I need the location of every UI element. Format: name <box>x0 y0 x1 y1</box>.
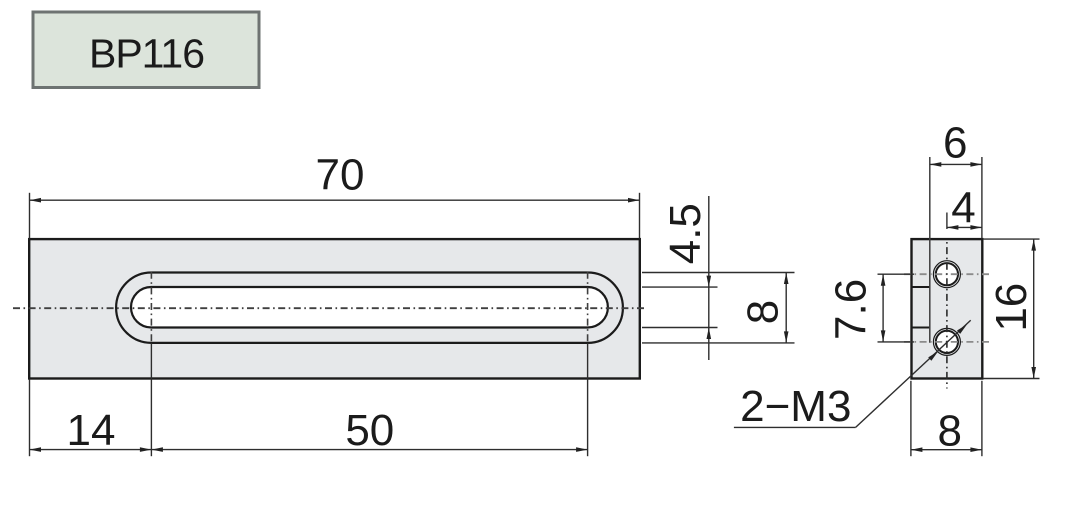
svg-text:4: 4 <box>951 183 975 232</box>
svg-text:70: 70 <box>316 151 365 200</box>
svg-text:BP116: BP116 <box>89 30 204 76</box>
svg-text:50: 50 <box>345 406 394 455</box>
svg-text:4.5: 4.5 <box>661 203 710 264</box>
svg-text:16: 16 <box>987 283 1036 332</box>
svg-text:8: 8 <box>738 300 787 324</box>
svg-text:6: 6 <box>943 118 967 167</box>
svg-text:2−M3: 2−M3 <box>740 382 851 431</box>
svg-text:7.6: 7.6 <box>827 279 876 340</box>
svg-text:8: 8 <box>938 407 962 456</box>
svg-text:14: 14 <box>67 406 116 455</box>
